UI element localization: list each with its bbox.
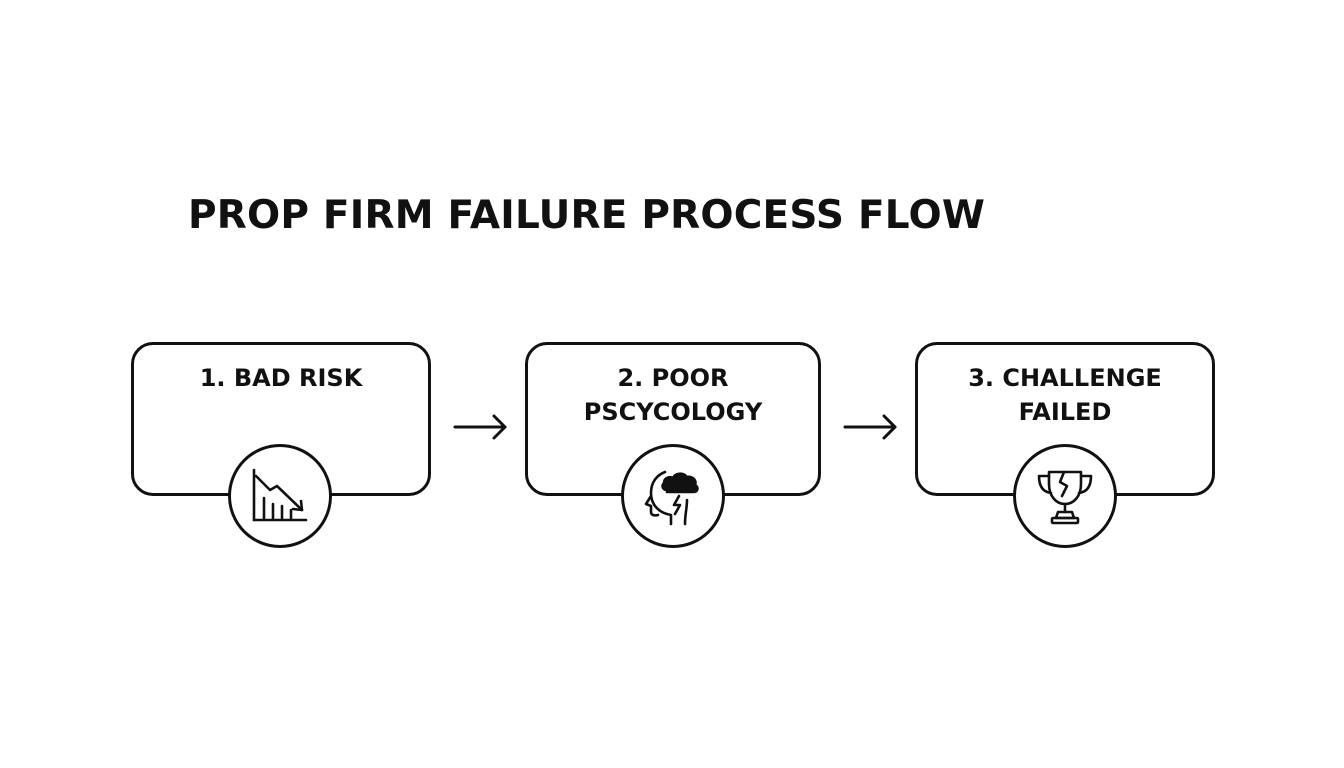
broken-trophy-icon <box>1037 470 1093 525</box>
arrow-right-icon <box>843 414 897 440</box>
declining-chart-icon <box>252 468 308 522</box>
step-label-line2: FAILED <box>1018 398 1112 426</box>
step-label: 2. POOR PSCYCOLOGY <box>528 361 818 429</box>
icon-badge-challenge-failed <box>1013 444 1117 548</box>
step-label: 1. BAD RISK <box>134 361 428 395</box>
step-label-line2: PSCYCOLOGY <box>583 398 763 426</box>
step-label-line1: 3. CHALLENGE <box>968 364 1162 392</box>
step-label: 3. CHALLENGE FAILED <box>918 361 1212 429</box>
step-label-line1: 2. POOR <box>617 364 729 392</box>
icon-badge-bad-risk <box>228 444 332 548</box>
icon-badge-poor-psychology <box>621 444 725 548</box>
step-label-line1: 1. BAD RISK <box>199 364 363 392</box>
diagram-title: PROP FIRM FAILURE PROCESS FLOW <box>188 193 986 238</box>
head-storm-cloud-icon <box>644 470 699 526</box>
arrow-right-icon <box>453 414 507 440</box>
